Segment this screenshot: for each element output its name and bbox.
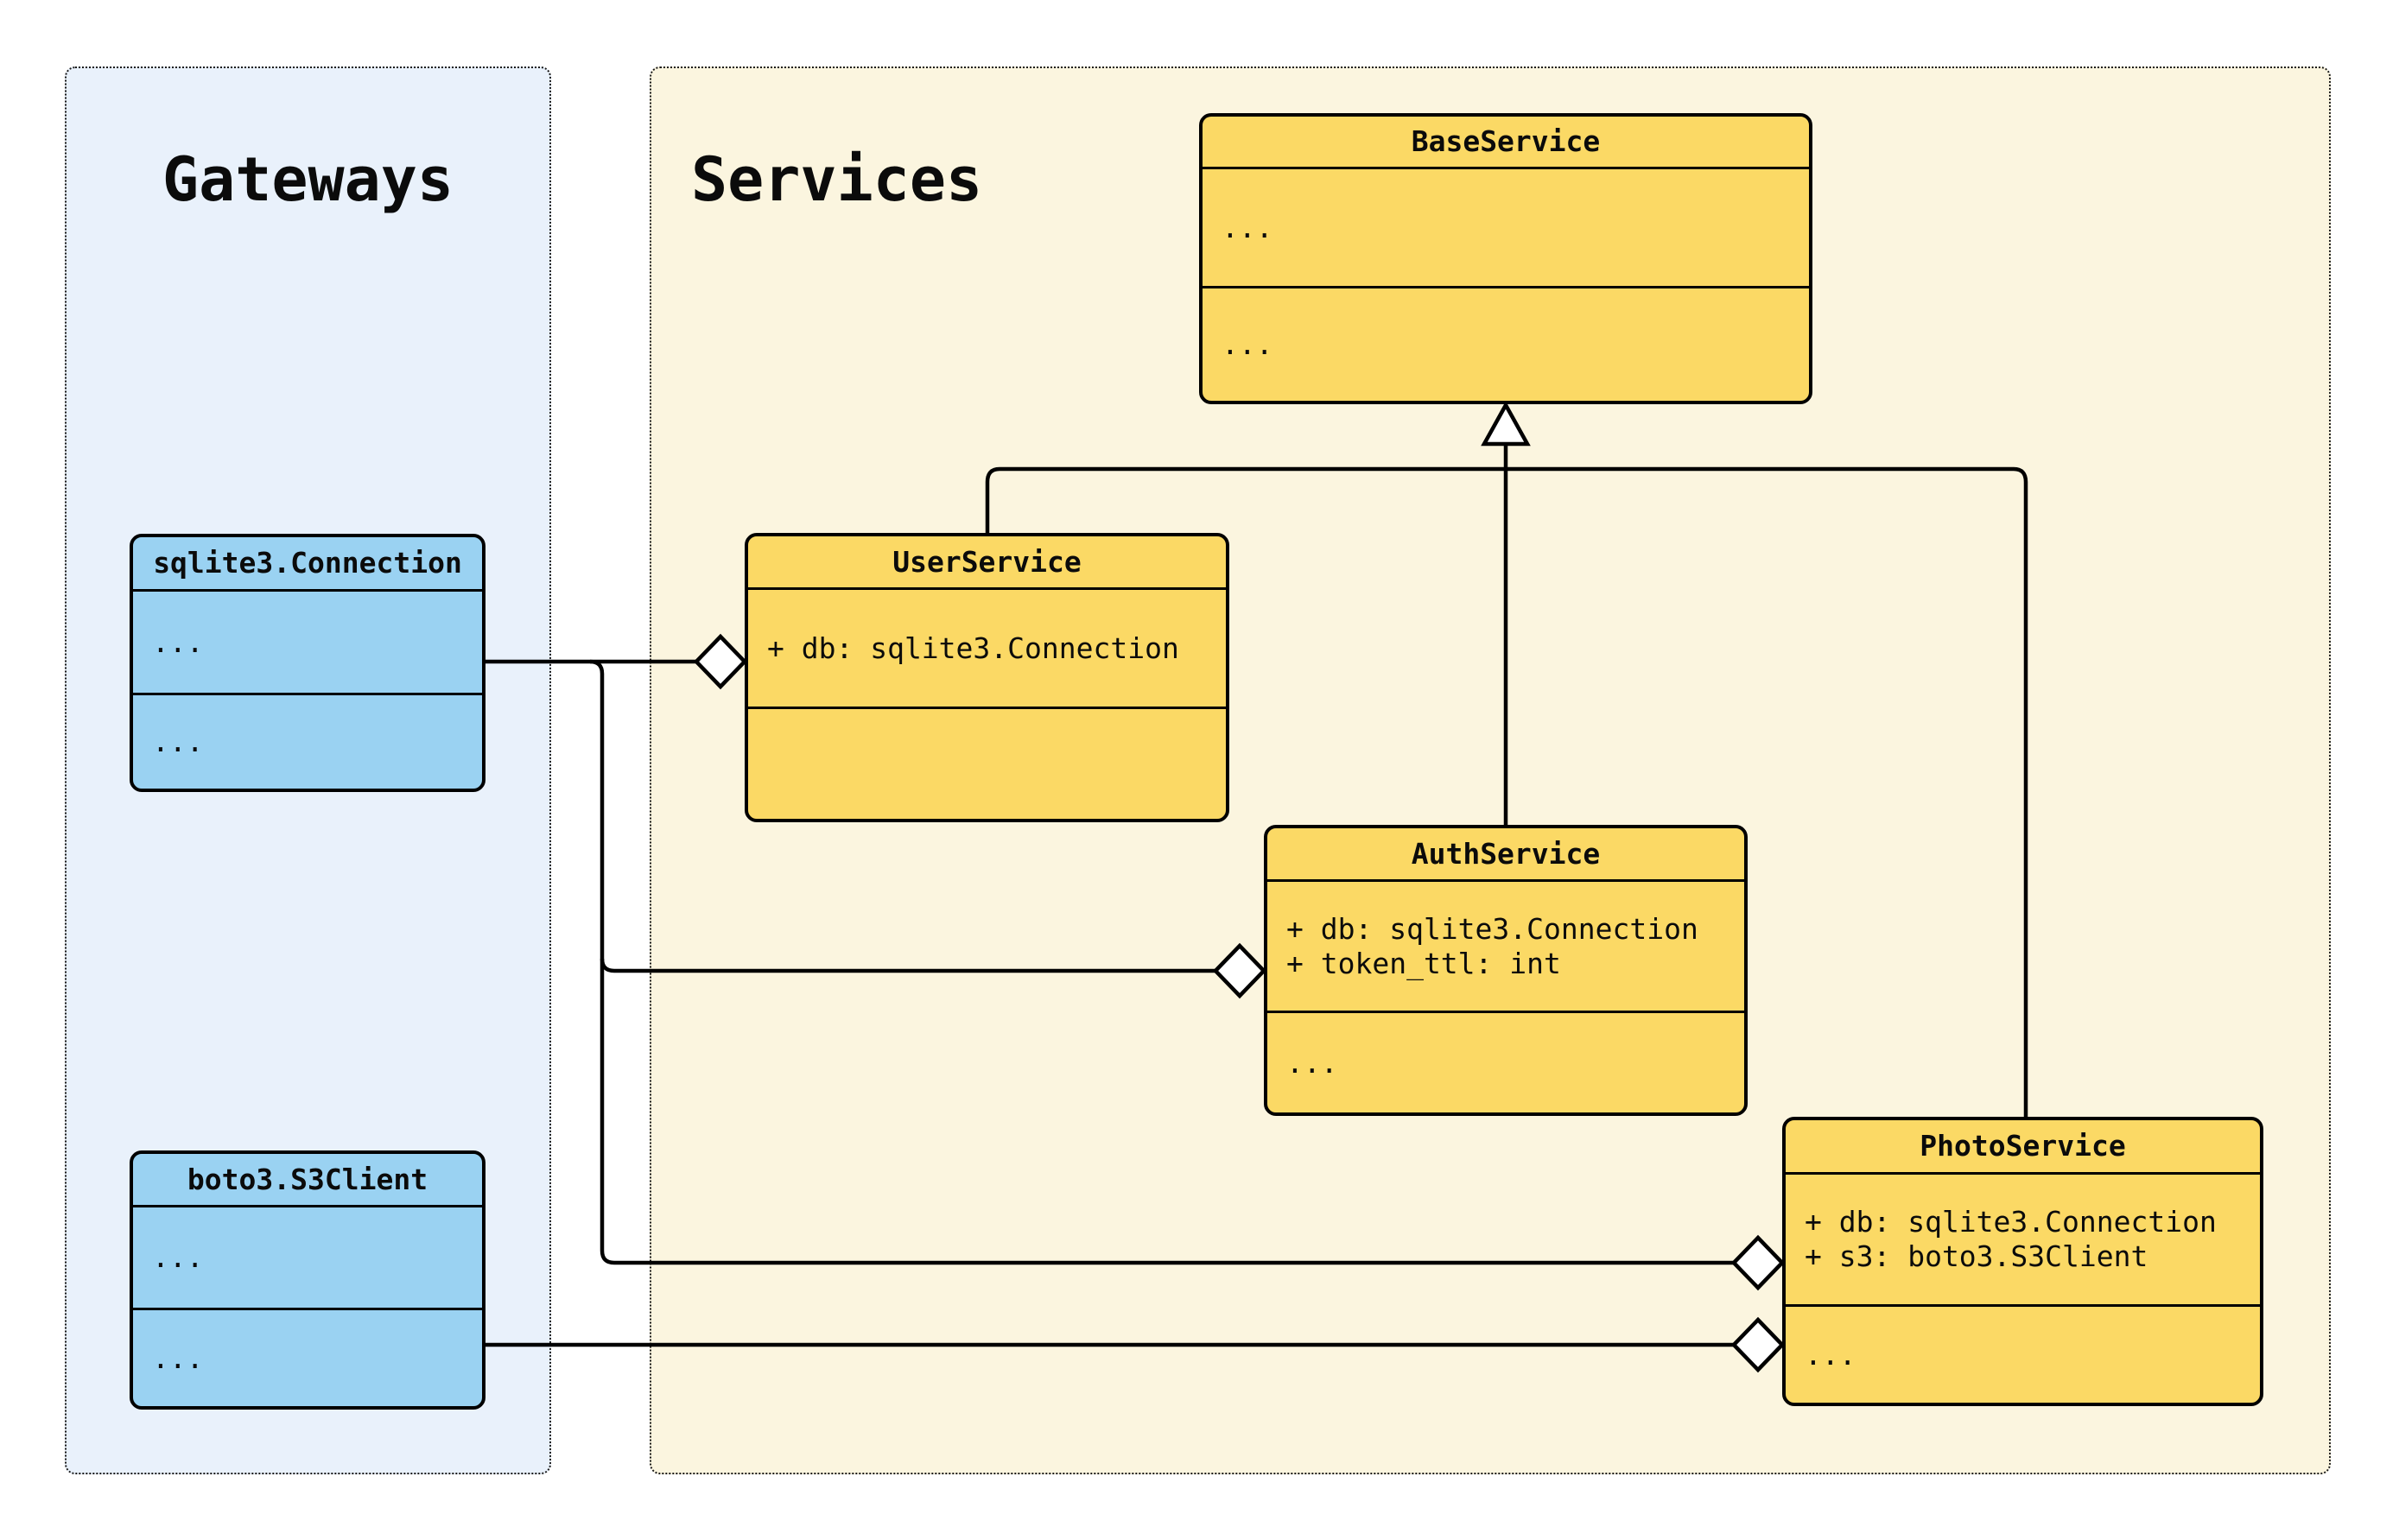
class-methods: ... (1786, 1304, 2260, 1403)
class-box-photoservice: PhotoService + db: sqlite3.Connection + … (1782, 1117, 2263, 1406)
aggregation-diamond-authservice-icon (1212, 942, 1267, 999)
aggregation-diamond-userservice-icon (693, 633, 748, 690)
class-attributes: ... (133, 1205, 482, 1308)
aggregation-diamond-photoservice-db-icon (1730, 1234, 1786, 1291)
edge-sqlite-to-photoservice (589, 659, 1734, 1265)
panel-gateways-title: Gateways (162, 144, 454, 215)
class-attributes: + db: sqlite3.Connection + s3: boto3.S3C… (1786, 1172, 2260, 1304)
attribute-line: + db: sqlite3.Connection (767, 631, 1179, 665)
class-attributes: + db: sqlite3.Connection (748, 587, 1226, 707)
class-box-boto3-s3client: boto3.S3Client ... ... (130, 1150, 486, 1410)
class-title: PhotoService (1920, 1129, 2126, 1163)
attribute-line: ... (152, 624, 204, 659)
class-methods: ... (133, 693, 482, 789)
attribute-line: + db: sqlite3.Connection (1286, 911, 1698, 946)
class-box-baseservice: BaseService ... ... (1199, 113, 1812, 404)
class-title: boto3.S3Client (187, 1162, 428, 1196)
class-methods: ... (133, 1308, 482, 1406)
class-methods: ... (1203, 286, 1809, 401)
class-methods: ... (1267, 1011, 1744, 1112)
inheritance-triangle-icon (1481, 401, 1531, 447)
attribute-line: ... (1222, 210, 1273, 244)
method-line: ... (1222, 327, 1273, 361)
class-box-authservice: AuthService + db: sqlite3.Connection + t… (1264, 825, 1748, 1116)
class-title: BaseService (1411, 124, 1601, 158)
attribute-line: + s3: boto3.S3Client (1805, 1239, 2148, 1273)
class-box-sqlite3-connection: sqlite3.Connection ... ... (130, 534, 486, 792)
class-attributes: ... (133, 589, 482, 693)
panel-services-title: Services (691, 144, 983, 215)
class-methods (748, 707, 1226, 819)
method-line: ... (152, 1340, 204, 1375)
method-line: ... (1805, 1337, 1856, 1372)
aggregation-diamond-photoservice-s3-icon (1730, 1316, 1786, 1373)
method-line: ... (152, 725, 204, 758)
attribute-line: ... (152, 1240, 204, 1274)
class-box-userservice: UserService + db: sqlite3.Connection (745, 533, 1229, 822)
class-title: AuthService (1411, 836, 1601, 871)
class-title: sqlite3.Connection (153, 546, 462, 580)
edge-sqlite-to-authservice (600, 958, 1215, 973)
method-line: ... (1286, 1045, 1338, 1080)
attribute-line: + db: sqlite3.Connection (1805, 1205, 2217, 1239)
class-title: UserService (892, 544, 1082, 579)
class-attributes: ... (1203, 167, 1809, 286)
class-attributes: + db: sqlite3.Connection + token_ttl: in… (1267, 879, 1744, 1011)
attribute-line: + token_ttl: int (1286, 946, 1561, 980)
